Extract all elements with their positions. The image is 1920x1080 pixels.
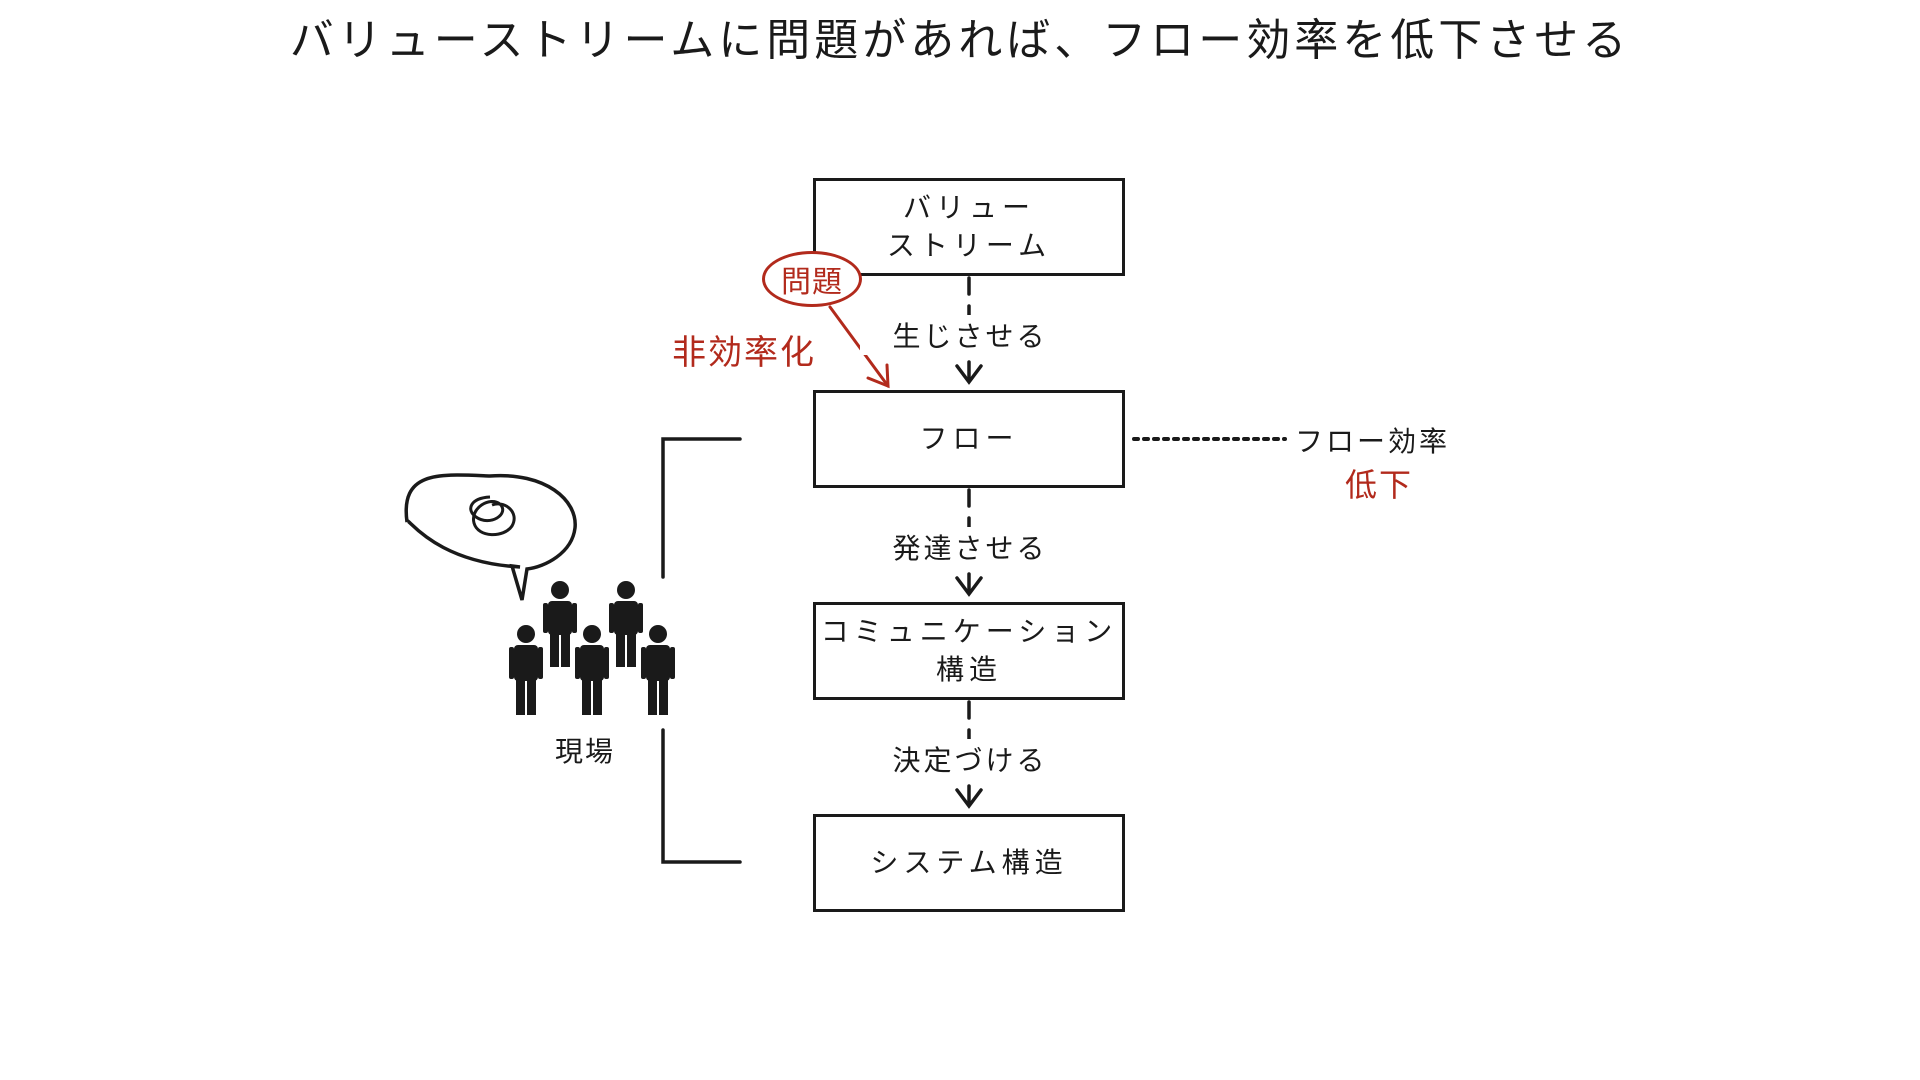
problem-arrow [828, 305, 890, 389]
edge-label-develops: 発達させる [860, 527, 1080, 567]
arrowhead-3 [955, 788, 983, 809]
problem-badge: 問題 [762, 251, 862, 307]
page-title: バリューストリームに問題があれば、フロー効率を低下させる [289, 15, 1631, 66]
value-stream-box: バリュー ストリーム [813, 178, 1125, 276]
flow-efficiency-label: フロー効率 [1295, 425, 1451, 458]
inefficiency-label: 非効率化 [672, 333, 816, 373]
value-stream-label-line1: バリュー [902, 191, 1035, 224]
system-label: システム構造 [870, 846, 1068, 879]
system-structure-box: システム構造 [813, 814, 1125, 912]
communication-structure-box: コミュニケーション 構造 [813, 602, 1125, 700]
bracket-top [661, 437, 742, 579]
speech-bubble-icon [404, 473, 577, 601]
field-label: 現場 [555, 735, 616, 768]
people-group-icon [509, 581, 675, 715]
confusion-scribble-icon [469, 495, 516, 537]
bracket-bottom [661, 728, 742, 864]
communication-label-line1: コミュニケーション [820, 615, 1118, 648]
decline-label: 低下 [1345, 466, 1414, 504]
flow-label: フロー [919, 422, 1019, 455]
arrowhead-1 [955, 364, 983, 385]
arrowhead-2 [955, 576, 983, 597]
value-stream-label-line2: ストリーム [886, 229, 1052, 262]
edge-label-determines: 決定づける [860, 739, 1080, 779]
flow-box: フロー [813, 390, 1125, 488]
communication-label-line2: 構造 [935, 653, 1002, 686]
edge-label-generates: 生じさせる [860, 315, 1080, 355]
